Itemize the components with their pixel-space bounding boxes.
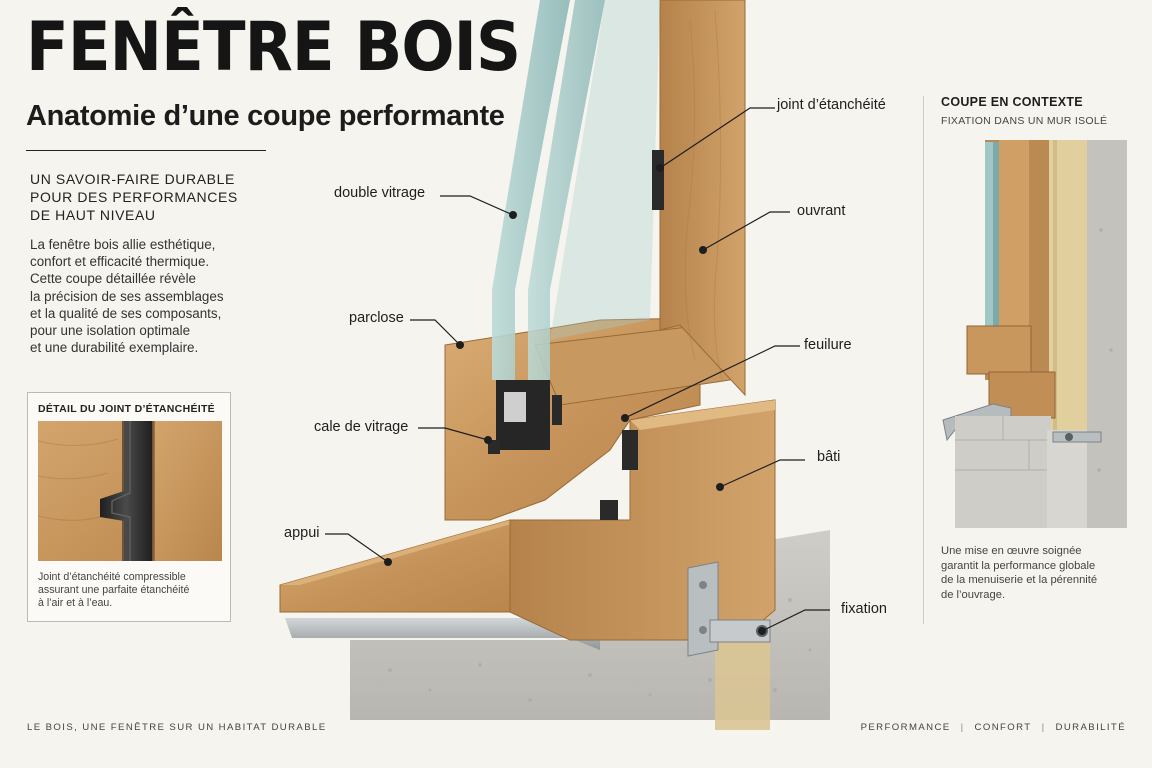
detail-caption-line: assurant une parfaite étanchéité — [38, 584, 190, 597]
context-subtitle: Fixation dans un mur isolé — [941, 115, 1108, 127]
intro-lead: UN SAVOIR-FAIRE DURABLE POUR DES PERFORM… — [30, 170, 260, 224]
intro-body-line: Cette coupe détaillée révèle — [30, 271, 197, 287]
detail-caption-line: à l’air et à l’eau. — [38, 597, 113, 610]
label-feuilure: feuilure — [804, 337, 852, 353]
metal-drip-flashing — [285, 618, 600, 650]
detail-card-caption: Joint d’étanchéité compressible assurant… — [38, 571, 223, 611]
gasket-detail-illustration — [38, 421, 222, 561]
intro-lead-line: POUR DES PERFORMANCES — [30, 189, 238, 205]
intro-lead-line: UN SAVOIR-FAIRE DURABLE — [30, 171, 235, 187]
double-glazing — [492, 0, 660, 450]
leader-dots — [384, 164, 766, 635]
intro-body-line: la précision de ses assemblages — [30, 288, 224, 304]
page-subtitle: Anatomie d’une coupe performante — [26, 100, 505, 132]
gasket-detail-card: DÉTAIL DU JOINT D’ÉTANCHÉITÉ Joint d’éta… — [27, 392, 231, 622]
leader-lines — [325, 107, 830, 632]
intro-body-line: La fenêtre bois allie esthétique, — [30, 237, 216, 252]
divider — [26, 150, 266, 151]
label-joint: joint d’étanchéité — [777, 97, 886, 113]
footer-keyword: Performance — [860, 722, 951, 733]
context-title: COUPE EN CONTEXTE — [941, 95, 1083, 109]
intro-body-line: et une durabilité exemplaire. — [30, 340, 199, 356]
label-appui: appui — [284, 525, 320, 541]
context-caption-line: de la menuiserie et la pérennité — [941, 574, 1098, 586]
context-illustration — [942, 140, 1127, 528]
intro-body-line: et la qualité de ses composants, — [30, 305, 222, 321]
context-divider — [923, 96, 924, 624]
label-bati: bâti — [817, 449, 841, 465]
label-ouvrant: ouvrant — [797, 203, 846, 219]
footer-tagline: Le bois, une fenêtre sur un habitat dura… — [27, 722, 327, 733]
footer-keyword: Durabilité — [1055, 722, 1126, 733]
label-fixation: fixation — [841, 601, 887, 617]
intro-body-line: pour une isolation optimale — [30, 323, 191, 339]
sash-stile-ouvrant — [659, 0, 746, 397]
label-parclose: parclose — [349, 310, 404, 326]
label-cale-de-vitrage: cale de vitrage — [314, 419, 409, 435]
label-double-vitrage: double vitrage — [334, 185, 426, 201]
intro-body: La fenêtre bois allie esthétique, confor… — [30, 236, 270, 356]
footer-keywords: Performance|Confort|Durabilité — [860, 722, 1126, 733]
footer-keyword: Confort — [974, 722, 1032, 733]
detail-card-title: DÉTAIL DU JOINT D’ÉTANCHÉITÉ — [38, 403, 215, 415]
intro-body-line: confort et efficacité thermique. — [30, 254, 210, 270]
context-caption-line: garantit la performance globale — [941, 559, 1096, 572]
context-caption-line: de l’ouvrage. — [941, 588, 1006, 601]
page-title: FENÊTRE BOIS — [26, 8, 521, 87]
context-caption: Une mise en œuvre soignée garantit la pe… — [941, 544, 1131, 602]
window-cross-section — [279, 0, 830, 730]
intro-lead-line: DE HAUT NIVEAU — [30, 207, 156, 223]
context-caption-line: Une mise en œuvre soignée — [941, 545, 1082, 557]
detail-caption-line: Joint d’étanchéité compressible — [38, 571, 186, 583]
